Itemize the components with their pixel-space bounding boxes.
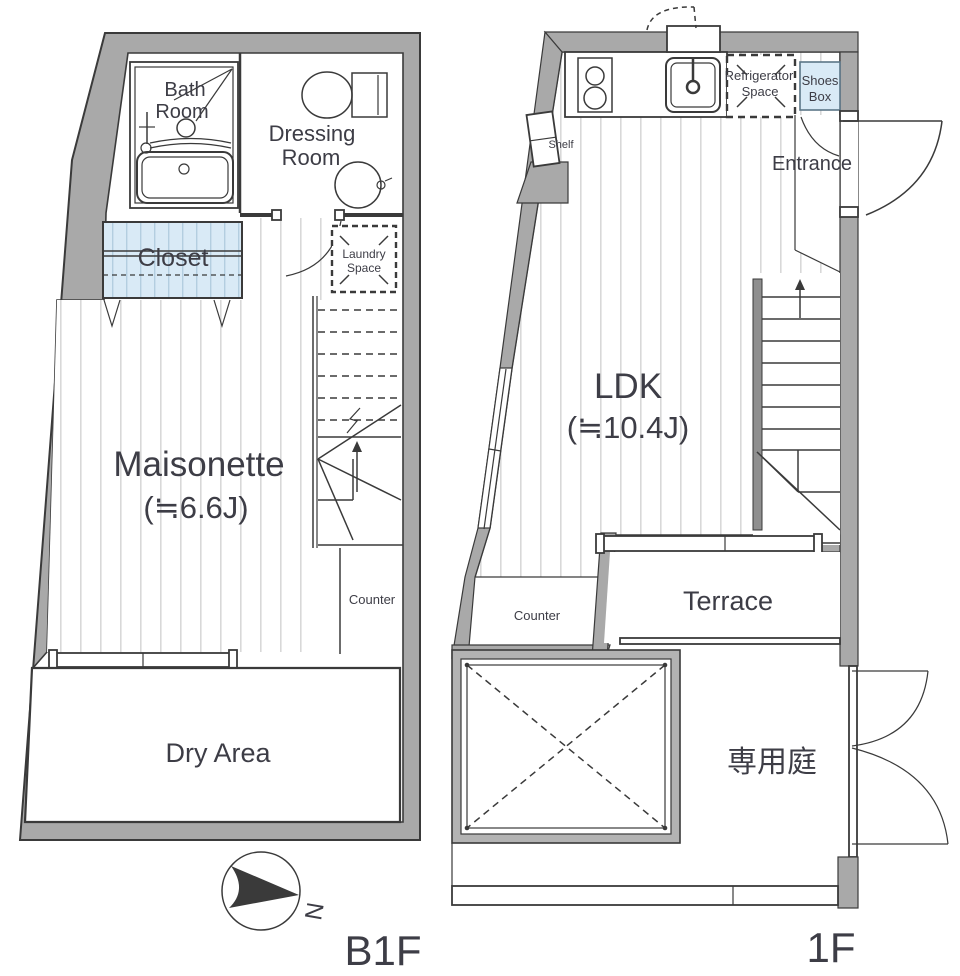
- washbasin-icon: [334, 161, 393, 209]
- terrace-label: Terrace: [683, 586, 773, 616]
- entrance-inner-arc: [800, 116, 840, 157]
- bathroom-label: Room: [155, 101, 208, 123]
- b1f-counter: Counter: [339, 548, 396, 654]
- refrigerator-label: Space: [742, 84, 779, 99]
- dry-area-label: Dry Area: [165, 738, 271, 768]
- garden-boundary: [451, 665, 949, 909]
- shelf-niche: [525, 110, 561, 168]
- b1f-hall-floor: [242, 218, 332, 300]
- dressing-room-label: Dressing: [269, 121, 356, 146]
- entrance-floor: [795, 115, 840, 273]
- bathtub-icon: [136, 151, 234, 204]
- garden-label: 専用庭: [727, 746, 817, 779]
- bathroom: Bath Room: [129, 61, 239, 209]
- closet-label: Closet: [138, 244, 209, 272]
- shoes-box-label: Box: [809, 89, 832, 104]
- f1-staircase: [752, 273, 841, 545]
- stove-icon: [577, 57, 613, 113]
- shoes-box-label: Shoes: [802, 73, 839, 88]
- kitchen-counter: [564, 51, 728, 118]
- light-well: [451, 649, 681, 844]
- f1-plan: Shelf Refrigerator Space: [451, 6, 949, 971]
- f1-counter-label: Counter: [514, 608, 561, 623]
- maisonette-size-label: (≒6.6J): [143, 490, 248, 525]
- ldk-size-label: (≒10.4J): [567, 410, 690, 445]
- compass-north-label: N: [299, 900, 329, 922]
- toilet-icon: [301, 71, 388, 119]
- f1-counter-area: [468, 577, 604, 645]
- bath-faucet-icon: [176, 118, 196, 138]
- dressing-room-label: Room: [282, 145, 341, 170]
- refrigerator-label: Refrigerator: [725, 68, 794, 83]
- f1-floor-label: 1F: [806, 924, 855, 971]
- b1f-main-floor: [47, 300, 313, 652]
- b1f-staircase: [312, 296, 403, 548]
- laundry-label: Space: [347, 261, 381, 275]
- b1f-floor-label: B1F: [344, 927, 421, 974]
- b1f-plan: Bath Room Dressing Room: [18, 32, 422, 974]
- vent-window: [646, 6, 721, 53]
- sink-icon: [665, 57, 721, 113]
- b1f-window: [48, 649, 238, 671]
- maisonette-label: Maisonette: [113, 445, 284, 484]
- entrance-label: Entrance: [772, 153, 852, 175]
- f1-bottom-window: [595, 533, 823, 554]
- closet: Closet: [102, 221, 243, 329]
- entrance-door: [839, 110, 943, 218]
- dressing-room: Dressing Room: [238, 53, 403, 277]
- ldk-label: LDK: [594, 367, 662, 406]
- laundry-label: Laundry: [342, 247, 385, 261]
- dry-area: Dry Area: [23, 666, 402, 824]
- f1-shelf-wedge-wall: [516, 161, 569, 204]
- terrace: Terrace: [604, 552, 841, 645]
- f1-stairs-up-arrow-icon: [795, 279, 805, 318]
- refrigerator-space: Refrigerator Space: [725, 53, 797, 119]
- shoes-box: Shoes Box: [799, 61, 841, 111]
- compass-icon: N: [221, 851, 329, 931]
- b1f-stairs-up-arrow-icon: [352, 441, 362, 492]
- f1-side-window: [477, 367, 513, 530]
- shelf-label: Shelf: [548, 139, 574, 151]
- bathroom-label: Bath: [164, 79, 205, 101]
- garden-gate-doors: [851, 670, 949, 845]
- b1f-counter-label: Counter: [349, 592, 396, 607]
- laundry-space: Laundry Space: [330, 224, 398, 294]
